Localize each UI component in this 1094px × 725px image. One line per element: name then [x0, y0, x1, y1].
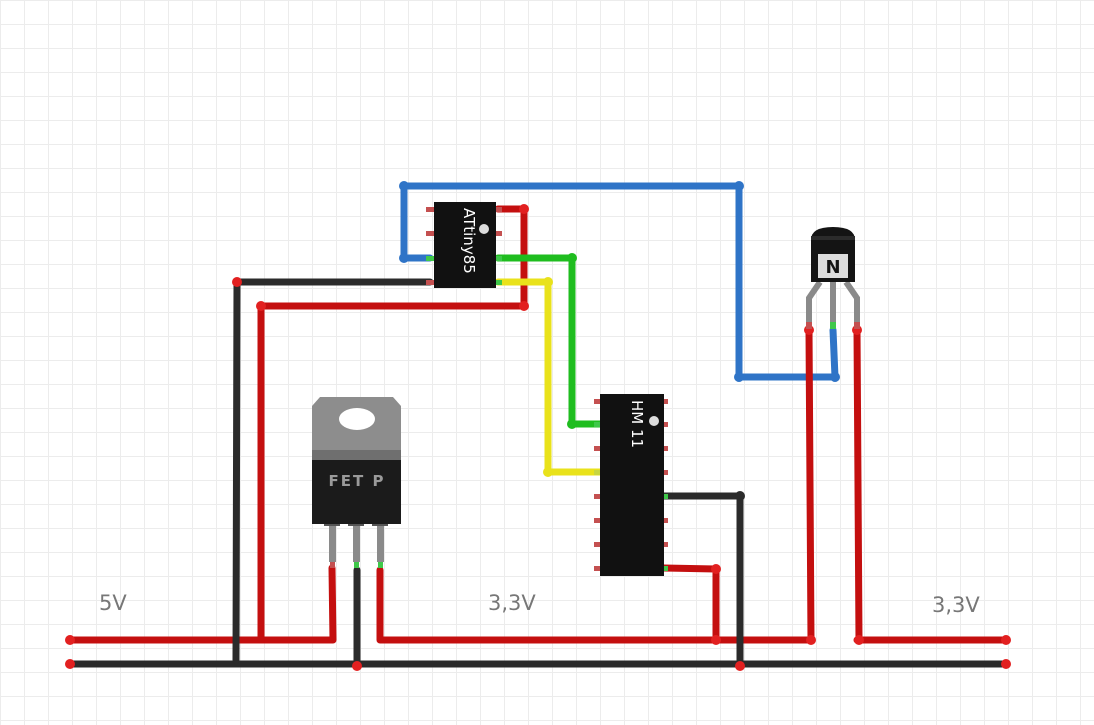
junction-red-b[interactable]	[519, 301, 529, 311]
transistor-left-leg-wire[interactable]	[805, 326, 815, 644]
junction-attiny-vcc[interactable]	[256, 301, 266, 311]
label-3v3-right: 3,3V	[932, 593, 980, 617]
endpoint-3v3-right[interactable]	[1001, 635, 1011, 645]
pin1-marker-icon	[649, 416, 659, 426]
junction-blue-a[interactable]	[399, 181, 409, 191]
attiny85-label: ATtiny85	[460, 208, 478, 274]
transistor-right-leg-wire[interactable]	[853, 326, 863, 644]
label-3v3-left: 3,3V	[488, 591, 536, 615]
junction-red-c[interactable]	[711, 564, 721, 574]
junction-green-b[interactable]	[567, 419, 577, 429]
junction-blue-e[interactable]	[830, 372, 840, 382]
endpoint-ground-right[interactable]	[1001, 659, 1011, 669]
junction-blue-d[interactable]	[734, 372, 744, 382]
endpoint-5v-left[interactable]	[65, 635, 75, 645]
endpoint-ground-left[interactable]	[65, 659, 75, 669]
pin1-marker-icon	[479, 224, 489, 234]
junction-3v3-c[interactable]	[854, 635, 864, 645]
junction-ground-a[interactable]	[352, 661, 362, 671]
wire-endpoints	[65, 181, 1011, 671]
p-fet-transistor[interactable]: FET P	[312, 397, 401, 568]
junction-green-a[interactable]	[567, 253, 577, 263]
label-5v: 5V	[99, 591, 127, 615]
junction-black-a[interactable]	[735, 491, 745, 501]
hm11-module[interactable]: HM 11	[594, 394, 668, 576]
attiny85-chip[interactable]: ATtiny85	[426, 202, 502, 288]
junction-yellow-b[interactable]	[543, 467, 553, 477]
junction-blue-c[interactable]	[399, 253, 409, 263]
attiny-hm11-yellow-wire[interactable]	[494, 278, 604, 476]
junction-3v3-a[interactable]	[711, 635, 721, 645]
junction-blue-b[interactable]	[734, 181, 744, 191]
junction-ground-b[interactable]	[735, 661, 745, 671]
junction-attiny-gnd[interactable]	[232, 277, 242, 287]
junction-yellow-a[interactable]	[543, 277, 553, 287]
hm11-label: HM 11	[628, 400, 646, 448]
junction-3v3-b[interactable]	[806, 635, 816, 645]
rail-3v3-wire[interactable]	[376, 566, 815, 644]
wires	[66, 182, 1010, 670]
attiny-hm11-green-wire[interactable]	[494, 254, 604, 428]
npn-transistor[interactable]: N	[806, 227, 860, 329]
rail-5v-wire[interactable]	[66, 564, 337, 644]
hm11-vcc-wire[interactable]	[660, 564, 720, 644]
transistor-type-label: N	[825, 257, 840, 278]
junction-red-a[interactable]	[519, 204, 529, 214]
mounting-hole-icon	[339, 408, 375, 430]
fet-label: FET P	[329, 472, 386, 490]
